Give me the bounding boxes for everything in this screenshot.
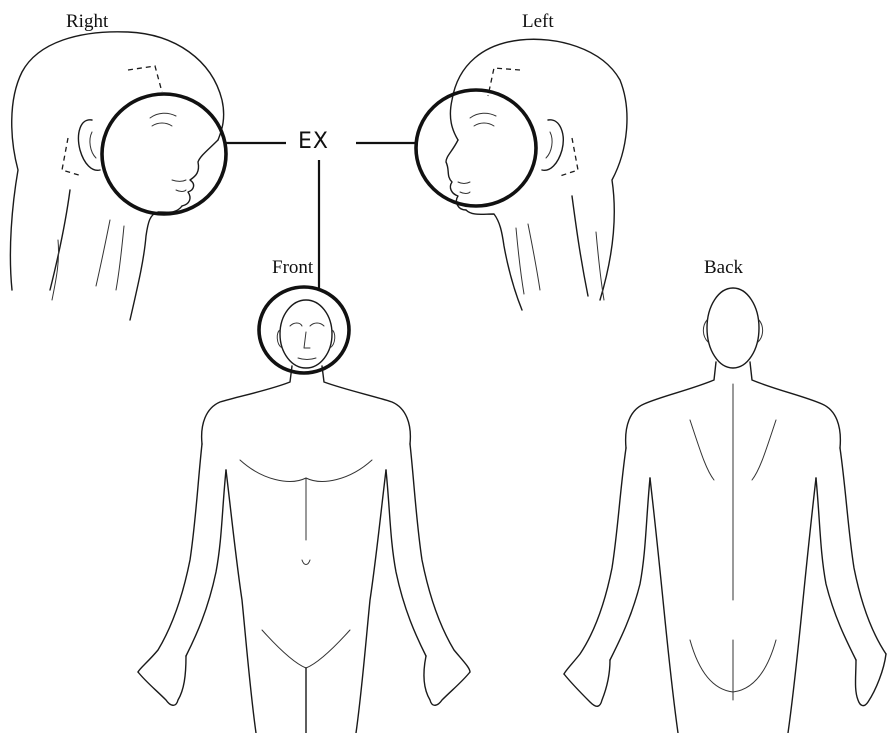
view-label-back: Back: [704, 258, 743, 277]
view-label-right: Right: [66, 12, 108, 31]
view-label-front: Front: [272, 258, 313, 277]
right-head-profile: [10, 32, 226, 320]
left-head-profile: [416, 39, 627, 310]
ex-leader-lines: [226, 143, 418, 290]
front-body: [138, 300, 470, 733]
ex-marker-label: EX: [294, 131, 333, 153]
view-label-left: Left: [522, 12, 554, 31]
back-body: [564, 288, 886, 733]
